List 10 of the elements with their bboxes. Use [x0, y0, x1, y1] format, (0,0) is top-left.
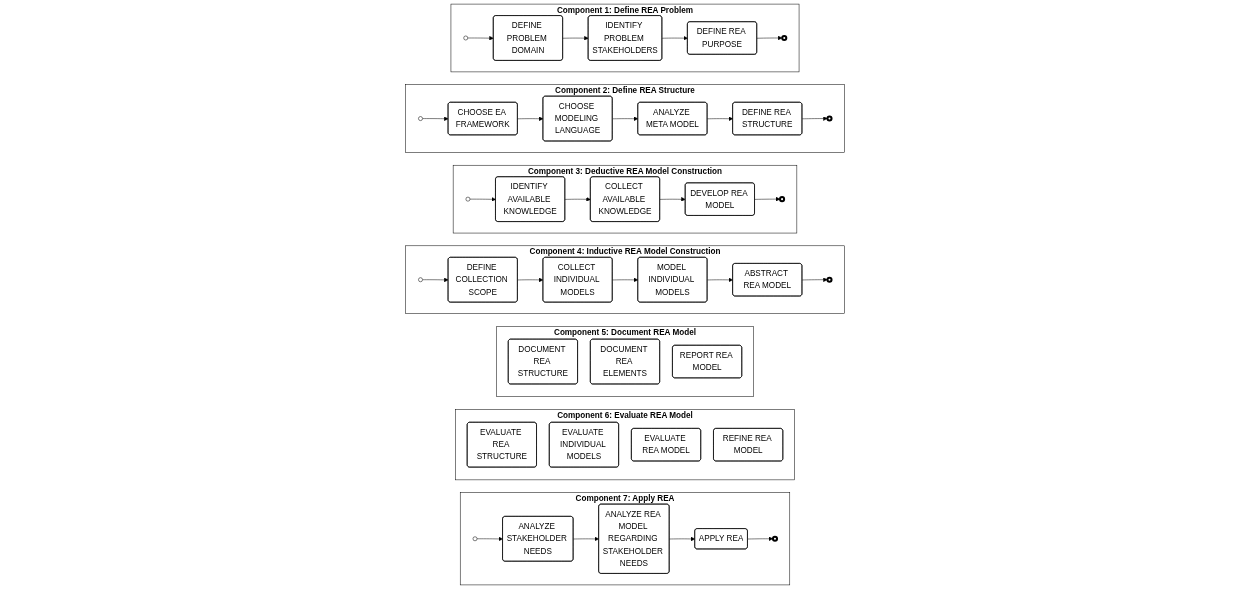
- node-circle: [463, 35, 469, 41]
- node-circle: [418, 277, 423, 282]
- node-circle: [779, 196, 786, 203]
- node-circle: [418, 116, 423, 121]
- node-circle: [472, 536, 478, 542]
- node-circle: [826, 276, 833, 283]
- node-circle: [771, 535, 779, 542]
- node-circle: [781, 34, 788, 42]
- node-circle: [826, 115, 833, 122]
- node-circle: [465, 196, 471, 202]
